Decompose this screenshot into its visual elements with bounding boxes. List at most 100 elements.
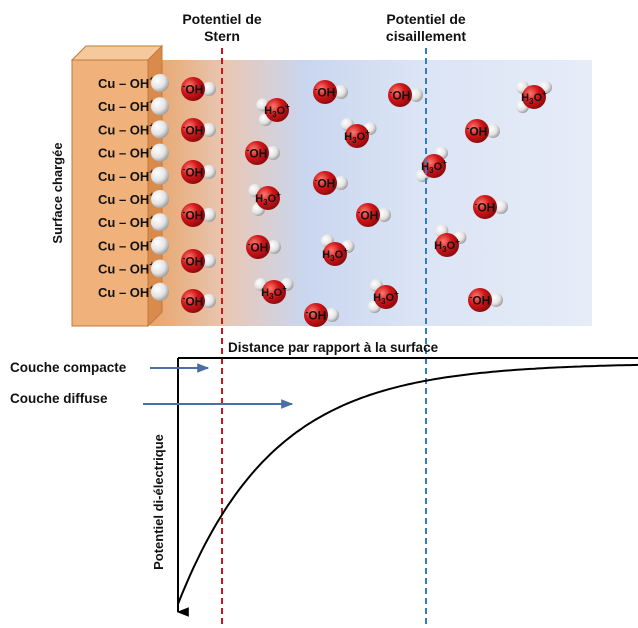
hydronium-ion: H3O+ — [416, 146, 448, 183]
oxygen-atom — [246, 235, 270, 259]
hydroxide-charge: - — [315, 85, 318, 94]
hydroxide-label: -OH — [390, 88, 411, 103]
hydronium-o: O — [534, 92, 543, 104]
hydronium-o: O — [357, 131, 366, 143]
hydronium-ion: H3O+ — [368, 279, 399, 314]
diffuse-layer-label: Couche diffuse — [10, 391, 108, 406]
hydronium-h: H — [434, 240, 442, 252]
hydroxide-ion: -OH — [304, 303, 339, 327]
hydroxide-ion: -OH — [465, 119, 500, 143]
hydronium-label: H3O+ — [373, 289, 399, 306]
hydrogen-atom — [494, 200, 508, 214]
hydrogen-atom — [202, 82, 216, 96]
hydronium-o: O — [277, 105, 286, 117]
hydroxide-ion: -OH — [313, 171, 348, 195]
surface-group-label: Cu – OH+ — [98, 120, 155, 137]
hydroxide-formula: OH — [477, 201, 495, 215]
surface-group: Cu – OH+ — [98, 236, 169, 255]
hydroxide-ion: -OH — [181, 289, 216, 313]
hydroxide-charge: - — [183, 294, 186, 303]
distance-axis-label: Distance par rapport à la surface — [228, 340, 439, 355]
hydroxide-formula: OH — [185, 255, 203, 269]
hydronium-label: H3O+ — [434, 237, 460, 254]
hydronium-ion: H3O+ — [434, 224, 467, 257]
hydroxide-ion: -OH — [473, 195, 508, 219]
hydroxide-label: -OH — [306, 308, 327, 323]
surface-group-charge: + — [149, 260, 154, 270]
oxygen-atom — [262, 280, 286, 304]
hydroxide-ion: -OH — [181, 77, 216, 101]
hydronium-label: H3O+ — [261, 284, 287, 301]
oxygen-atom — [435, 233, 459, 257]
surface-hydrogen-sphere — [151, 236, 169, 255]
hydroxide-formula: OH — [360, 209, 378, 223]
oxygen-atom — [422, 154, 446, 178]
surface-group: Cu – OH+ — [98, 74, 169, 92]
hydrogen-atom — [202, 254, 216, 268]
surface-hydrogen-sphere — [151, 74, 169, 92]
hydronium-charge: + — [394, 289, 399, 298]
hydroxide-ion: -OH — [388, 83, 423, 107]
surface-groups: Cu – OH+ Cu – OH+ Cu – OH+ Cu – OH+ Cu – OH+… — [98, 74, 169, 301]
hydronium-h: H — [264, 105, 272, 117]
compact-layer-label: Couche compacte — [10, 360, 127, 375]
oxygen-atom — [181, 77, 205, 101]
hydroxide-formula: OH — [308, 309, 326, 323]
hydrogen-atom — [266, 146, 280, 160]
hydronium-subscript: 3 — [442, 245, 447, 254]
hydronium-label: H3O+ — [421, 158, 447, 175]
hydronium-label: H3O+ — [344, 128, 370, 145]
hydroxide-formula: OH — [185, 166, 203, 180]
oxygen-atom — [323, 242, 347, 266]
hydrogen-atom — [202, 165, 216, 179]
surface-group: Cu – OH+ — [98, 190, 169, 208]
hydronium-subscript: 3 — [330, 254, 335, 263]
hydroxide-ion: -OH — [246, 235, 281, 259]
hydroxide-ion: -OH — [181, 249, 216, 273]
surface-group-charge: + — [149, 120, 154, 130]
hydronium-ion: H3O+ — [256, 98, 290, 127]
surface-group-label: Cu – OH+ — [98, 213, 155, 230]
hydroxide-charge: - — [358, 208, 361, 217]
hydroxide-label: -OH — [315, 85, 336, 100]
hydroxide-label: -OH — [358, 208, 379, 223]
hydronium-charge: + — [442, 158, 447, 167]
hydroxide-charge: - — [315, 176, 318, 185]
hydroxide-charge: - — [475, 200, 478, 209]
hydronium-h: H — [322, 249, 330, 261]
surface-hydrogen-sphere — [151, 166, 169, 185]
hydronium-h: H — [261, 287, 269, 299]
surface-group-label: Cu – OH+ — [98, 190, 155, 207]
hydroxide-formula: OH — [392, 89, 410, 103]
oxygen-atom — [245, 141, 269, 165]
oxygen-atom — [356, 203, 380, 227]
hydronium-label: H3O+ — [255, 190, 281, 207]
hydronium-h: H — [373, 292, 381, 304]
hydroxide-formula: OH — [185, 209, 203, 223]
hydrogen-atom — [202, 208, 216, 222]
surface-hydrogen-sphere — [151, 190, 169, 208]
hydronium-label: H3O+ — [322, 246, 348, 263]
oxygen-atom — [304, 303, 328, 327]
hydroxide-formula: OH — [317, 177, 335, 191]
oxygen-atom — [313, 171, 337, 195]
hydroxide-label: -OH — [247, 146, 268, 161]
hydronium-label: H3O+ — [521, 89, 547, 106]
oxygen-atom — [388, 83, 412, 107]
surface-hydrogen-sphere — [151, 97, 169, 116]
hydronium-subscript: 3 — [529, 97, 534, 106]
surface-group: Cu – OH+ — [98, 97, 169, 116]
oxygen-atom — [313, 80, 337, 104]
hydronium-ion: H3O+ — [340, 118, 377, 148]
hydronium-o: O — [434, 161, 443, 173]
hydroxide-formula: OH — [249, 147, 267, 161]
surface-group-charge: + — [149, 167, 154, 177]
hydroxide-label: -OH — [183, 123, 204, 138]
hydroxide-label: -OH — [475, 200, 496, 215]
surface-group: Cu – OH+ — [98, 259, 169, 278]
potential-curve — [177, 363, 638, 605]
hydronium-subscript: 3 — [263, 198, 268, 207]
surface-hydrogen-sphere — [151, 259, 169, 278]
surface-group-label: Cu – OH+ — [98, 260, 155, 277]
hydrogen-atom — [409, 88, 423, 102]
